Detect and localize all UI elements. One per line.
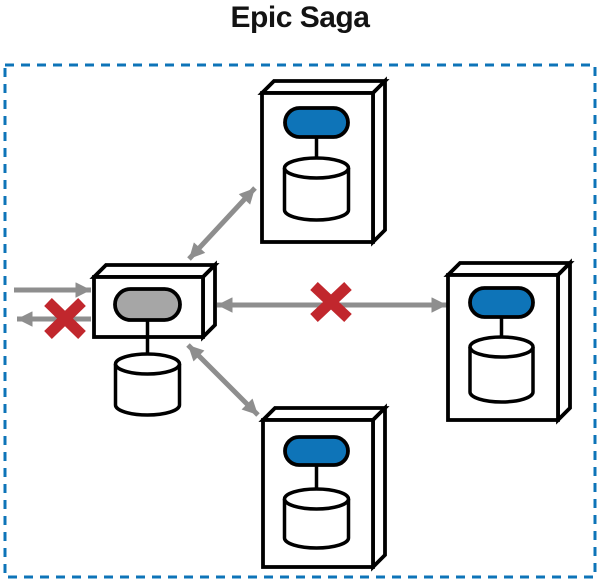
orchestrator-node xyxy=(89,260,220,417)
database-cylinder-icon xyxy=(282,487,351,550)
database-cylinder-icon xyxy=(468,335,535,404)
edges xyxy=(14,186,447,417)
orchestrator-bottom-service-arrow xyxy=(186,343,260,417)
service-node-right xyxy=(443,258,575,425)
service-pill xyxy=(283,435,350,467)
quantum-boundary-border xyxy=(3,63,597,579)
orchestrator-top-service-arrow xyxy=(187,186,257,261)
blocked-x-icon-left xyxy=(44,298,86,339)
service-node-bottom xyxy=(258,403,390,572)
page-title: Epic Saga xyxy=(230,1,370,34)
orchestrator-pill xyxy=(113,287,182,322)
database-cylinder-icon xyxy=(113,352,182,417)
service-pill xyxy=(468,286,535,319)
service-node-top xyxy=(257,76,390,247)
blocked-x-icon-middle xyxy=(310,281,352,323)
database-cylinder-icon xyxy=(282,156,351,222)
service-pill xyxy=(283,106,350,139)
